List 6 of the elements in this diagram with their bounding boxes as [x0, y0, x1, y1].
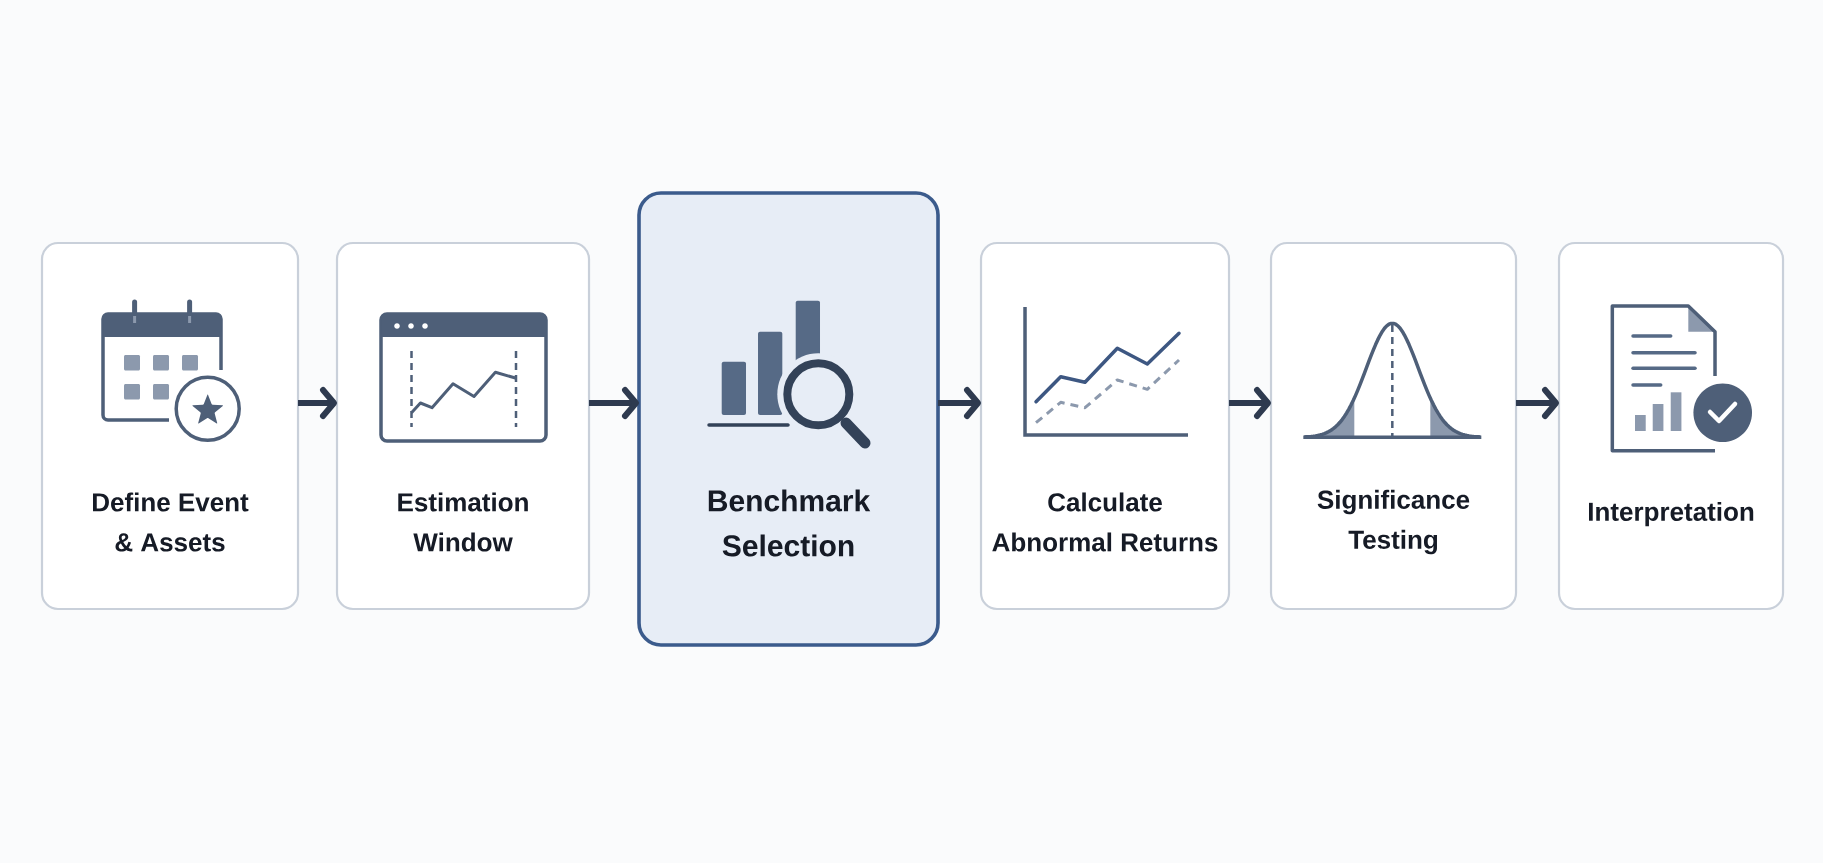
process-card: Interpretation [1557, 241, 1785, 611]
process-card: Define Event & Assets [40, 241, 300, 611]
process-card: Benchmark Selection [637, 191, 940, 647]
process-card: Significance Testing [1269, 241, 1518, 611]
process-card: Calculate Abnormal Returns [979, 241, 1231, 611]
process-card: Estimation Window [335, 241, 591, 611]
